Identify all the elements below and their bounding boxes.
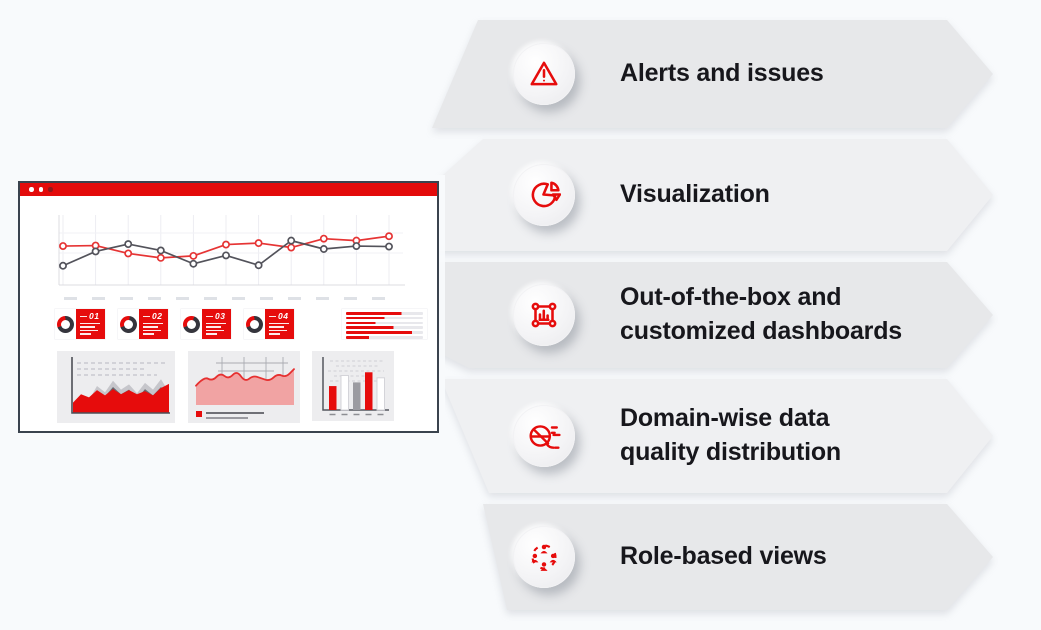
- arrow-dash: [206, 315, 213, 318]
- x-axis-tick-labels: [64, 297, 400, 300]
- kpi-card: 04: [244, 309, 294, 339]
- kpi-number: 03: [215, 311, 226, 322]
- placeholder-text-lines: [143, 323, 164, 335]
- stacked-area-chart: [57, 351, 175, 423]
- list-bar: [346, 335, 423, 339]
- arrow-dash: [80, 315, 87, 318]
- list-bar: [346, 331, 423, 334]
- list-bar: [346, 312, 423, 315]
- icon-badge: [513, 405, 575, 467]
- feature-label: Out-of-the-box and customized dashboards: [620, 283, 902, 345]
- placeholder-text-lines: [206, 323, 227, 335]
- placeholder-text-lines: [80, 323, 101, 335]
- feature-label: Visualization: [620, 180, 770, 209]
- kpi-card: 03: [181, 309, 231, 339]
- dashboard-mockup-window: 01 02 03: [18, 181, 439, 433]
- dashboard-frame-icon: [531, 302, 557, 328]
- arrow-dash: [269, 315, 276, 318]
- window-dot: [29, 187, 34, 192]
- icon-badge: [513, 284, 575, 346]
- icon-badge: [513, 43, 575, 105]
- text-lines-block: [342, 309, 427, 339]
- donut-chart: [120, 315, 137, 333]
- wave-area-chart: [188, 351, 300, 423]
- arrow-dash: [143, 315, 150, 318]
- kpi-card: 02: [118, 309, 168, 339]
- feature-banner-data-quality: Domain-wise data quality distribution: [425, 379, 995, 493]
- window-body: 01 02 03: [20, 196, 437, 423]
- donut-chart: [246, 315, 263, 333]
- kpi-number: 02: [152, 311, 163, 322]
- feature-banner-visualization: Visualization: [425, 139, 995, 251]
- donut-chart: [57, 315, 74, 333]
- feature-banner-role-views: Role-based views: [425, 504, 995, 610]
- list-bar: [346, 316, 423, 320]
- trend-line-chart: [58, 215, 405, 286]
- feature-label: Role-based views: [620, 542, 827, 571]
- feature-label: Alerts and issues: [620, 59, 824, 88]
- window-titlebar: [20, 183, 437, 196]
- list-bar: [346, 326, 423, 329]
- kpi-card-row: 01 02 03: [55, 309, 427, 339]
- data-distribution-icon: [529, 425, 561, 449]
- user-group-icon: [531, 544, 557, 571]
- pie-chart-icon: [531, 181, 561, 208]
- donut-chart: [183, 315, 200, 333]
- feature-label: Domain-wise data quality distribution: [620, 404, 841, 466]
- placeholder-text-lines: [269, 323, 290, 335]
- icon-badge: [513, 164, 575, 226]
- kpi-number: 01: [89, 311, 100, 322]
- icon-badge: [513, 526, 575, 588]
- window-dot: [38, 187, 43, 192]
- feature-banner-dashboards: Out-of-the-box and customized dashboards: [425, 262, 995, 368]
- warning-triangle-icon: [530, 61, 558, 86]
- mini-bar-chart: [312, 351, 394, 421]
- list-bar: [346, 321, 423, 325]
- window-dot: [48, 187, 53, 192]
- feature-banner-alerts: Alerts and issues: [425, 20, 995, 128]
- kpi-card: 01: [55, 309, 105, 339]
- kpi-number: 04: [278, 311, 289, 322]
